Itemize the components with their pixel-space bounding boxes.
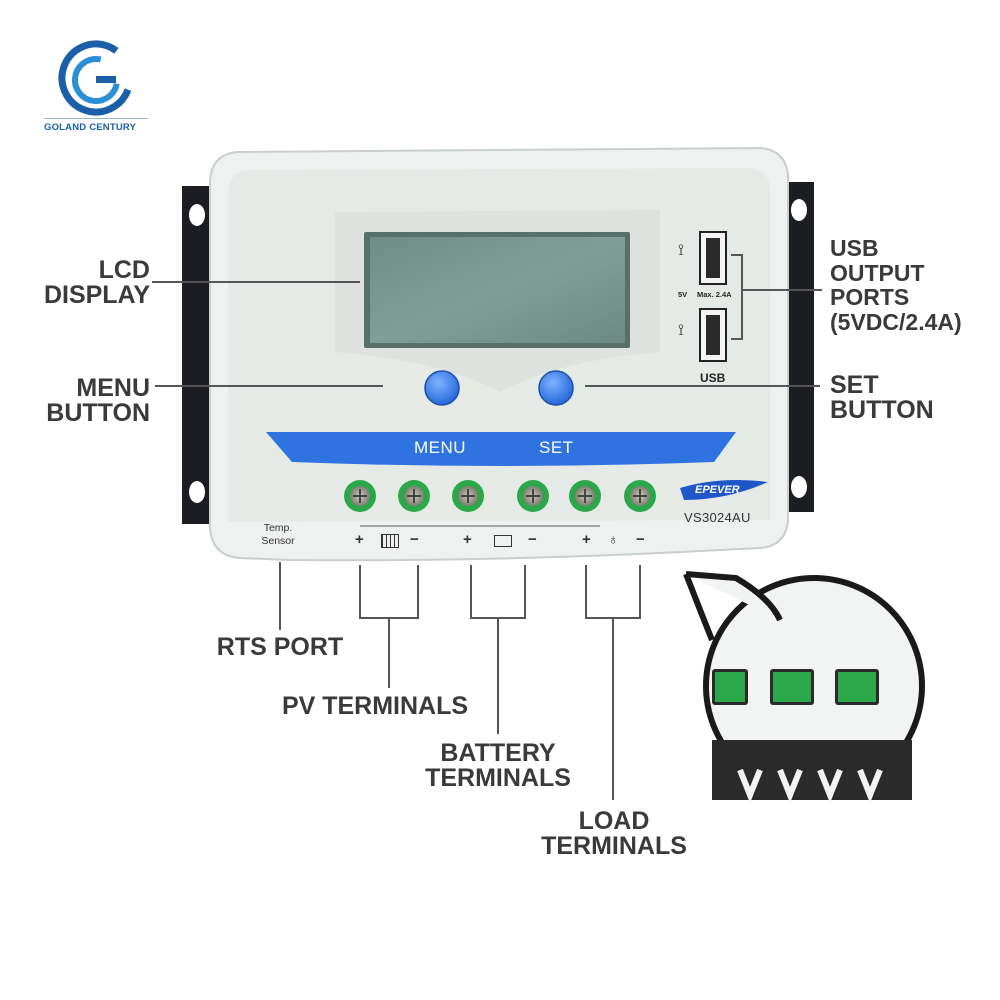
maker-logo: EPEVER (695, 484, 740, 496)
usb-port-label: USB (700, 371, 726, 385)
model-number: VS3024AU (684, 510, 751, 525)
battery-minus: − (528, 531, 537, 548)
load-plus: + (582, 531, 591, 548)
battery-icon (494, 535, 512, 547)
lcd-display-callout: LCD DISPLAY (43, 256, 150, 309)
pv-minus: − (410, 531, 419, 548)
bulb-icon: ♁ (608, 531, 619, 547)
solar-panel-icon (381, 534, 399, 548)
rts-port-callout: RTS PORT (216, 633, 344, 661)
usb-voltage: 5V (678, 290, 688, 299)
pv-plus: + (355, 531, 364, 548)
battery-terminals-callout: BATTERY TERMINALS (425, 739, 571, 792)
set-button-callout: SET BUTTON (830, 371, 934, 424)
load-minus: − (636, 531, 645, 548)
pv-terminals-callout: PV TERMINALS (281, 692, 469, 720)
set-panel-label: SET (539, 438, 574, 457)
menu-button-callout: MENU BUTTON (46, 374, 150, 427)
menu-panel-label: MENU (414, 438, 467, 457)
brand-logo-icon (58, 40, 134, 116)
usb-symbol-icon-2: ⟟ (678, 322, 684, 339)
usb-symbol-icon: ⟟ (678, 242, 684, 259)
brand-name: GOLAND CENTURY (44, 122, 137, 133)
usb-max-current: Max. 2.4A (697, 290, 732, 299)
load-terminals-callout: LOAD TERMINALS (541, 807, 687, 860)
usb-ports-callout: USB OUTPUT PORTS (5VDC/2.4A) (830, 235, 962, 335)
temp-sensor-label: Temp. Sensor (261, 522, 295, 547)
battery-plus: + (463, 531, 472, 548)
brand-underline (44, 118, 148, 119)
